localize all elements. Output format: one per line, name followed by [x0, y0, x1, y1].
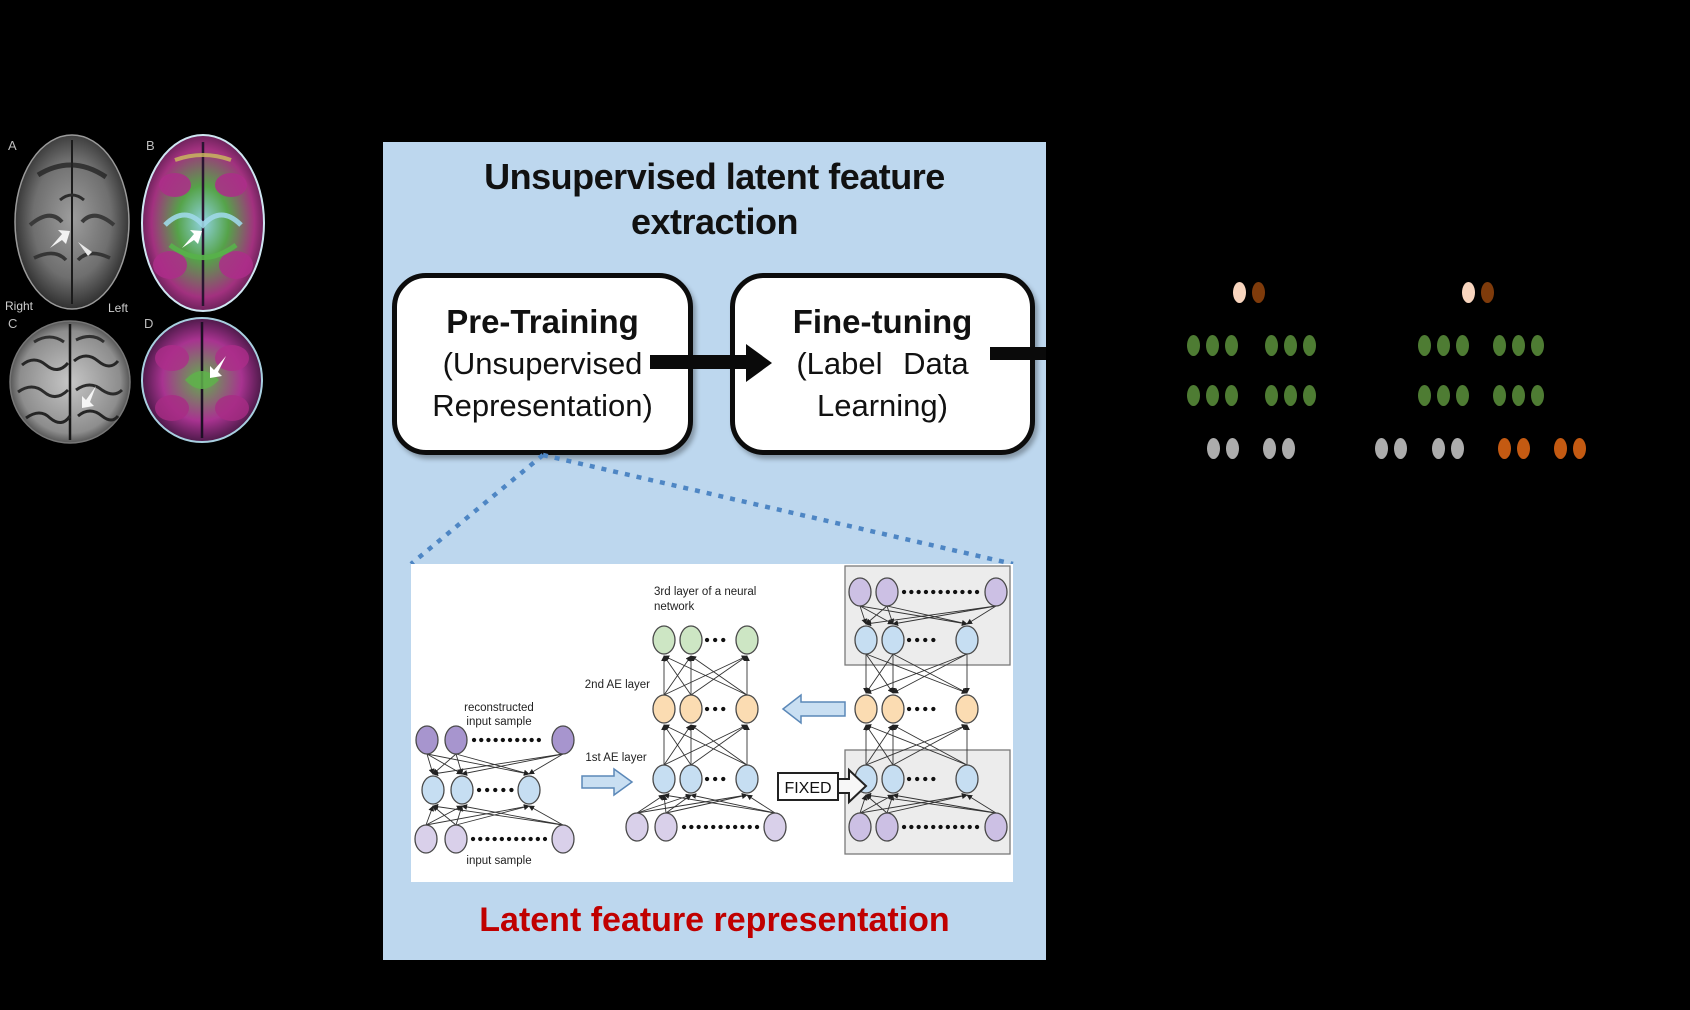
first-ae-arrow-icon	[581, 767, 634, 797]
node-row-blue-top	[854, 625, 979, 655]
panel-label-c: C	[8, 316, 17, 331]
ellipsis-dots	[470, 589, 982, 842]
arrow-pretrain-to-finetune-head	[746, 344, 772, 382]
panel-title: Unsupervised latent feature extraction	[383, 154, 1046, 244]
dot-green	[1436, 334, 1450, 356]
brain-panel-d	[141, 317, 263, 443]
dot-green	[1511, 384, 1525, 406]
dot-green	[1264, 334, 1278, 356]
dot-green	[1205, 384, 1219, 406]
annotation-arrow	[182, 230, 202, 248]
node-row-orange	[854, 694, 979, 724]
dot-green	[1455, 384, 1469, 406]
dot-green	[1455, 334, 1469, 356]
dot-green	[1530, 384, 1544, 406]
node-row-bottom-purple	[848, 812, 1008, 842]
left-callback-arrow-icon	[781, 693, 846, 725]
dot-green	[1492, 334, 1506, 356]
input-sample-label: input sample	[466, 855, 531, 867]
dot-brown	[1251, 281, 1265, 303]
node-row-hidden1	[421, 775, 541, 805]
pretraining-title: Pre-Training	[446, 303, 639, 340]
dot-green	[1224, 334, 1238, 356]
dot-peach	[1232, 281, 1246, 303]
dot-green	[1283, 384, 1297, 406]
dot-green	[1511, 334, 1525, 356]
orientation-label-right: Right	[5, 299, 34, 313]
dot-green	[1205, 334, 1219, 356]
dot-green	[1417, 334, 1431, 356]
network-connections	[425, 605, 997, 826]
third-layer-label-1: 3rd layer of a neural	[654, 586, 756, 598]
dot-green	[1436, 384, 1450, 406]
node-row-reconstructed	[415, 725, 575, 755]
dot-orange	[1516, 437, 1530, 459]
dot-green	[1264, 384, 1278, 406]
brain-mri-figure: A B Right Left C D	[5, 134, 265, 444]
finetuning-sub1: (Label Data	[796, 346, 969, 381]
pretraining-sub1: (Unsupervised	[442, 346, 643, 381]
dot-orange	[1497, 437, 1511, 459]
finetuning-sub2: Learning)	[817, 388, 948, 423]
dot-green	[1224, 384, 1238, 406]
annotation-arrow	[50, 230, 70, 248]
arrow-pretrain-to-finetune	[650, 355, 746, 369]
brain-panel-a	[14, 134, 130, 310]
unsupervised-panel: Unsupervised latent feature extraction P…	[383, 142, 1046, 960]
panel-label-b: B	[146, 138, 155, 153]
panel-label-d: D	[144, 316, 153, 331]
dot-green	[1417, 384, 1431, 406]
dot-gray	[1431, 437, 1445, 459]
second-ae-label: 2nd AE layer	[585, 679, 650, 691]
dot-gray	[1206, 437, 1220, 459]
orientation-label-left: Left	[108, 301, 129, 315]
node-row-3rd-layer	[652, 625, 759, 655]
brain-panel-b	[141, 134, 265, 312]
reconstructed-label-2: input sample	[466, 716, 531, 728]
panel-title-line1: Unsupervised latent feature	[484, 156, 945, 197]
dot-gray	[1450, 437, 1464, 459]
dot-gray	[1225, 437, 1239, 459]
dot-gray	[1262, 437, 1276, 459]
dot-gray	[1393, 437, 1407, 459]
autoencoder-figure: FIXED reconstructed input sample input s…	[411, 564, 1013, 882]
annotation-arrow	[82, 386, 96, 408]
finetuning-title: Fine-tuning	[792, 303, 973, 340]
dot-brown	[1480, 281, 1494, 303]
first-ae-label: 1st AE layer	[585, 752, 647, 764]
fixed-label: FIXED	[784, 780, 831, 797]
arrow-finetune-out	[990, 347, 1046, 360]
dot-green	[1492, 384, 1506, 406]
brain-panel-c	[9, 320, 131, 444]
node-row-1st-ae	[652, 764, 759, 794]
latent-caption: Latent feature representation	[479, 900, 950, 939]
dot-gray	[1281, 437, 1295, 459]
reconstructed-label-1: reconstructed	[464, 702, 534, 714]
panel-title-line2: extraction	[630, 201, 799, 242]
dot-green	[1186, 334, 1200, 356]
third-layer-label-2: network	[654, 601, 695, 613]
dot-gray	[1374, 437, 1388, 459]
fixed-arrow-icon	[837, 767, 868, 805]
pretraining-sub2: Representation)	[432, 388, 653, 423]
dot-green	[1302, 334, 1316, 356]
node-row-top-purple	[848, 577, 1008, 607]
node-row-2nd-ae	[652, 694, 759, 724]
dot-green	[1302, 384, 1316, 406]
dot-orange	[1553, 437, 1567, 459]
node-row-input-mid	[625, 812, 787, 842]
dot-orange	[1572, 437, 1586, 459]
dot-green	[1283, 334, 1297, 356]
annotation-arrow	[210, 356, 226, 378]
dot-green	[1530, 334, 1544, 356]
dot-green	[1186, 384, 1200, 406]
node-row-input	[414, 824, 575, 854]
dot-peach	[1461, 281, 1475, 303]
panel-label-a: A	[8, 138, 17, 153]
